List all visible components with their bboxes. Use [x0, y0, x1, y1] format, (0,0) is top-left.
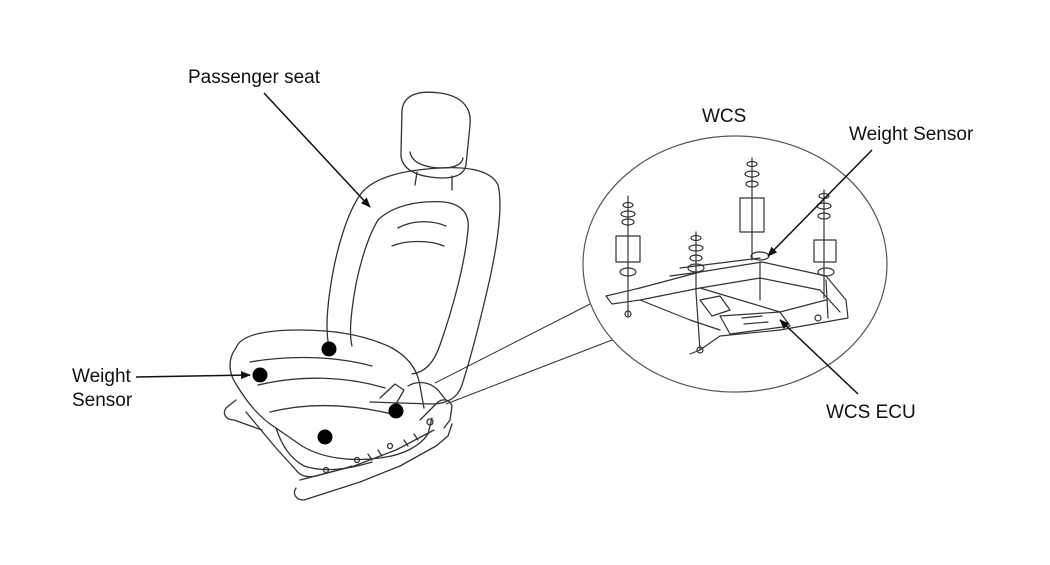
- label-passenger-seat: Passenger seat: [188, 67, 321, 88]
- weight-sensor-dots: [252, 341, 404, 445]
- weight-sensor-dot-2: [252, 367, 268, 383]
- leader-weight-sensor-right: [767, 149, 873, 257]
- sensor-stack-4: [813, 189, 837, 299]
- label-wcs: WCS: [702, 106, 747, 127]
- weight-sensor-dot-4: [317, 429, 333, 445]
- seat-cushion: [235, 329, 425, 409]
- leader-lines: [135, 92, 873, 395]
- label-weight-sensor-left-line1: Weight: [72, 366, 131, 387]
- seat-illustration: [223, 91, 501, 501]
- sensor-stack-1: [615, 195, 641, 281]
- seat-rail: [223, 399, 263, 431]
- wcs-frame-illustration: [605, 157, 849, 355]
- seat-backrest: [359, 166, 501, 405]
- label-weight-sensor-left-line2: Sensor: [72, 390, 133, 411]
- sensor-stack-3: [739, 157, 770, 261]
- weight-sensor-dot-3: [388, 403, 404, 419]
- wcs-detail-circle: [582, 135, 888, 393]
- leader-weight-sensor-left: [135, 371, 251, 380]
- label-weight-sensor-right: Weight Sensor: [849, 124, 974, 145]
- label-wcs-ecu: WCS ECU: [826, 402, 916, 423]
- weight-sensor-dot-1: [321, 341, 337, 357]
- magnifier-lines: [434, 299, 613, 405]
- seat-headrest: [400, 91, 471, 179]
- leader-passenger-seat: [263, 92, 371, 208]
- leader-wcs-ecu: [779, 319, 859, 395]
